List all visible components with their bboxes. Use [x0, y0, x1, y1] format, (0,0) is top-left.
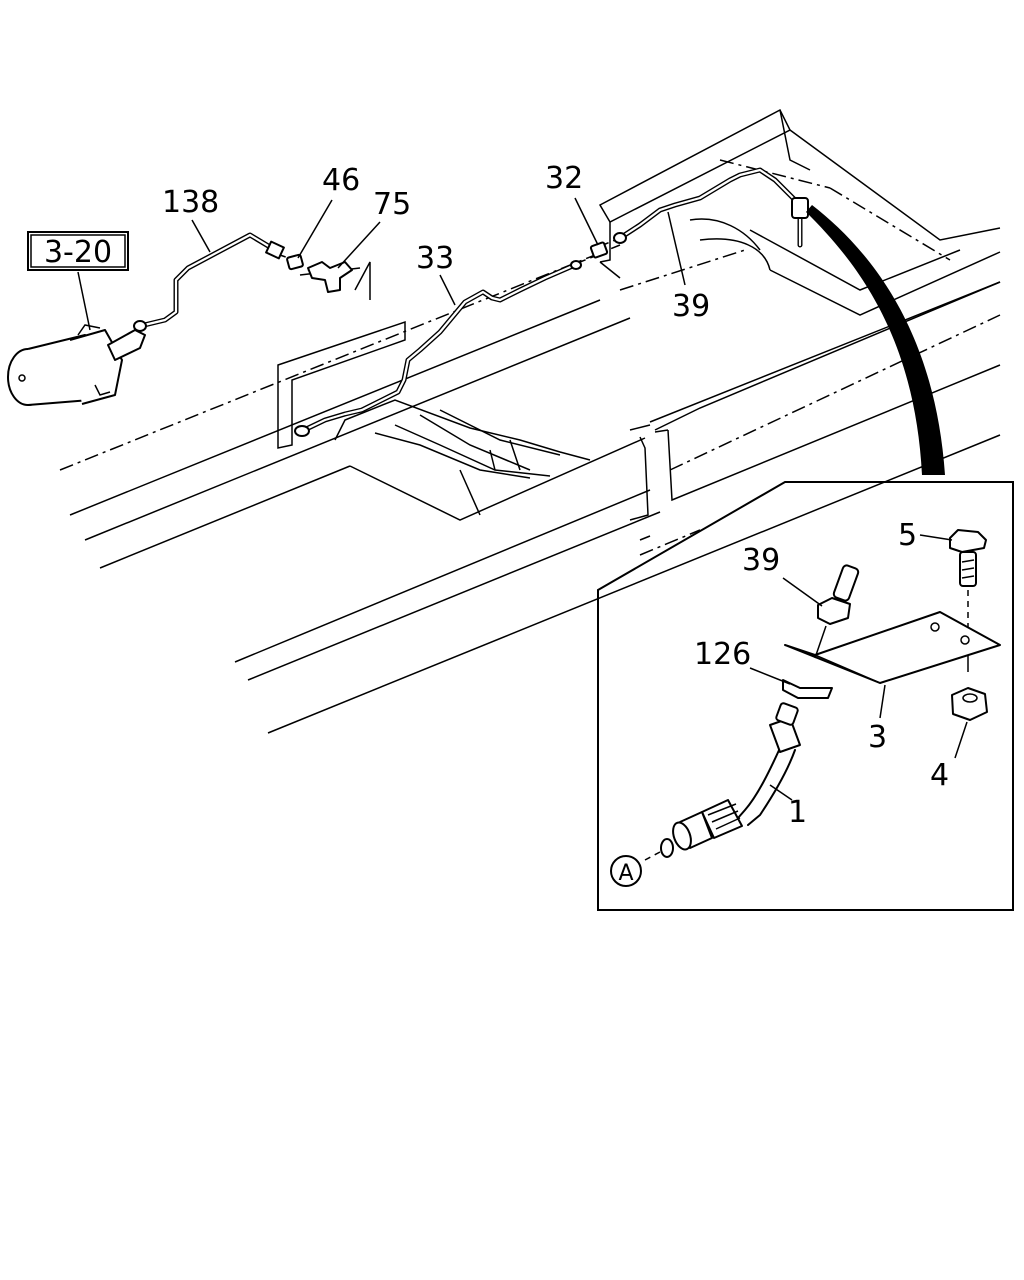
fitting-39-detail: 39 — [742, 543, 860, 659]
brake-hose-1: 1 — [644, 702, 807, 861]
label-32: 32 — [545, 161, 599, 246]
brake-chamber-assembly — [7, 320, 147, 406]
chassis-frame — [59, 108, 1001, 734]
label-138: 138 — [162, 185, 219, 253]
brake-pipe-138 — [137, 232, 285, 329]
label-39-main-text: 39 — [672, 289, 710, 324]
clip-126: 126 — [694, 637, 833, 699]
nut-4: 4 — [930, 687, 988, 793]
bolt-5: 5 — [898, 518, 987, 640]
fitting-75-tee — [307, 261, 353, 293]
reference-circle-a: A — [610, 855, 642, 887]
label-32-text: 32 — [545, 161, 583, 196]
label-39-detail-text: 39 — [742, 543, 780, 578]
fitting-46 — [286, 253, 304, 271]
detail-box — [597, 481, 1014, 911]
circle-a-text: A — [618, 861, 633, 886]
label-5-text: 5 — [898, 518, 917, 553]
label-46: 46 — [297, 163, 360, 259]
label-75-text: 75 — [373, 187, 411, 222]
label-33-text: 33 — [416, 241, 454, 276]
label-39-main: 39 — [667, 211, 710, 324]
label-46-text: 46 — [322, 163, 360, 198]
label-4-text: 4 — [930, 758, 949, 793]
label-33: 33 — [416, 241, 456, 306]
label-3-text: 3 — [868, 720, 887, 755]
bracket-plate-3: 3 — [784, 611, 1001, 755]
fitting-32 — [589, 241, 609, 259]
mount-panel-left — [277, 261, 406, 449]
label-1-text: 1 — [788, 795, 807, 830]
label-126-text: 126 — [694, 637, 751, 672]
ref-box-label: 3-20 — [44, 235, 112, 270]
ref-box-3-20: 3-20 — [27, 231, 129, 331]
label-75: 75 — [337, 187, 411, 269]
brake-pipe-39-main — [613, 167, 809, 248]
label-138-text: 138 — [162, 185, 219, 220]
detail-callout-arrow — [806, 205, 945, 475]
brake-pipe-33 — [294, 260, 582, 437]
